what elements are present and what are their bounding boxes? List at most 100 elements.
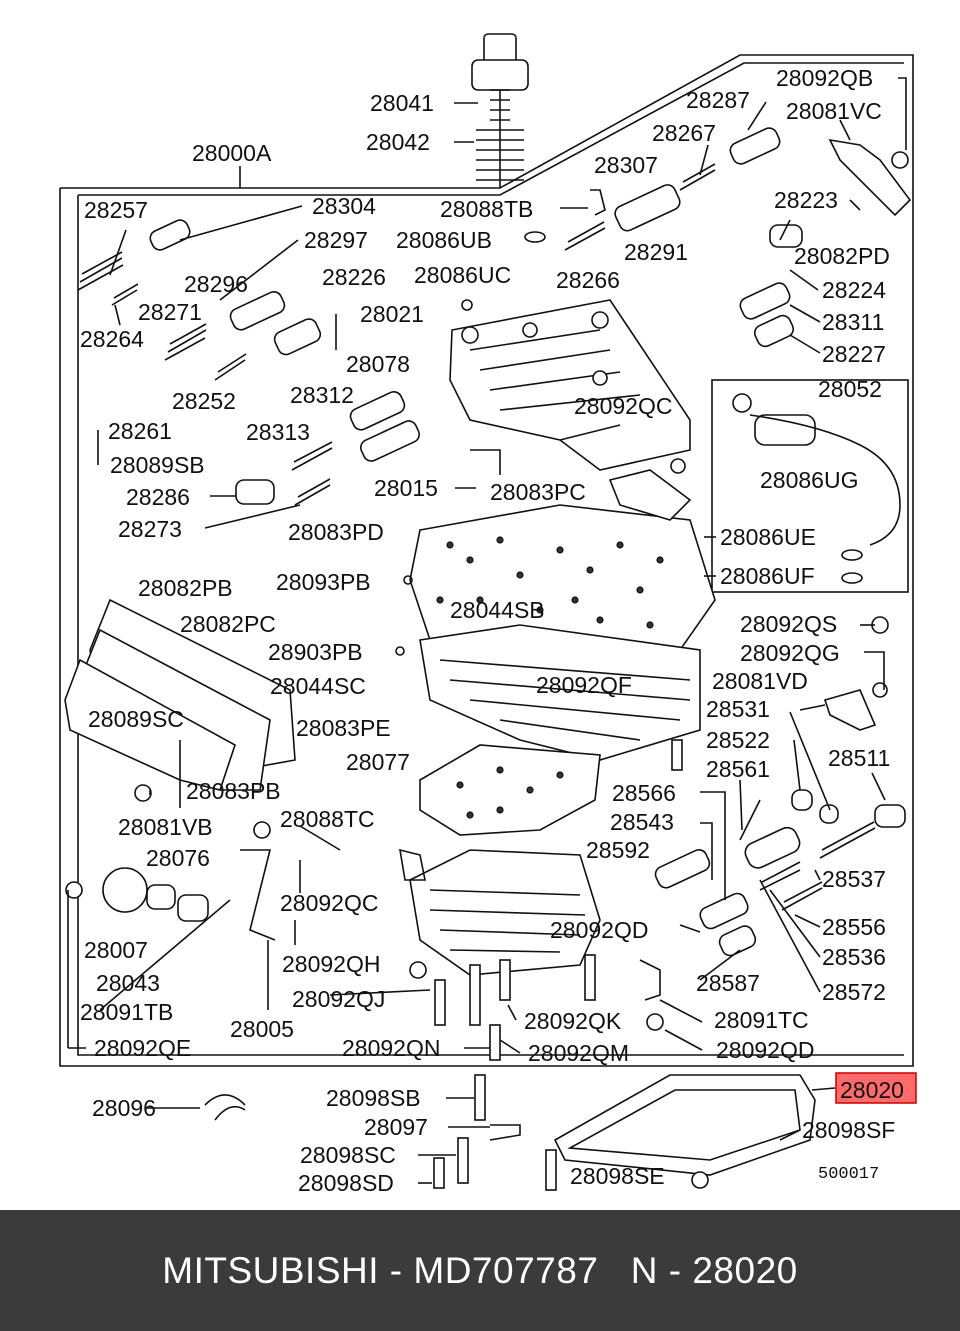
exploded-view-drawing: 28041 28042 28000A 28092QB 28287 28081VC… (59, 33, 917, 1196)
part-label: 28522 (706, 727, 770, 753)
part-label: 28587 (696, 970, 760, 996)
part-label: 28296 (184, 271, 248, 297)
middle-valve-body (419, 624, 701, 761)
highlighted-part-label[interactable]: 28020 (840, 1077, 904, 1103)
part-label: 28266 (556, 267, 620, 293)
part-label: 28271 (138, 299, 202, 325)
part-label: 28092QB (776, 65, 873, 91)
part-label: 28088TC (280, 806, 375, 832)
part-label: 28092QH (282, 951, 380, 977)
part-label: 28021 (360, 301, 424, 327)
part-label: 28092QK (524, 1008, 622, 1034)
part-label: 28543 (610, 809, 674, 835)
part-label: 28261 (108, 418, 172, 444)
part-label: 28098SB (326, 1085, 421, 1111)
part-label: 28081VD (712, 668, 808, 694)
drawing-code: 500017 (818, 1165, 879, 1184)
highlight-box (835, 1072, 917, 1104)
part-label: 28286 (126, 484, 190, 510)
part-label: 28043 (96, 970, 160, 996)
part-label: 28313 (246, 419, 310, 445)
part-label: 28083PD (288, 519, 384, 545)
plunger-top-part (471, 33, 529, 188)
part-label: 28536 (822, 944, 886, 970)
part-label: 28076 (146, 845, 210, 871)
upper-valve-body (449, 299, 691, 471)
separator-plate-middle (419, 744, 601, 836)
part-label: 28224 (822, 277, 886, 303)
part-label: 28287 (686, 87, 750, 113)
part-label: 28091TB (80, 999, 173, 1025)
part-label: 28082PB (138, 575, 233, 601)
footer-bar: MITSUBISHI - MD707787 N - 28020 (0, 1210, 960, 1331)
part-label: 28592 (586, 837, 650, 863)
part-label: 28098SD (298, 1170, 394, 1196)
part-label: 28081VC (786, 98, 882, 124)
brackets (204, 189, 901, 1141)
part-label: 28267 (652, 120, 716, 146)
spools-and-springs (77, 163, 876, 911)
part-label: 28015 (374, 475, 438, 501)
part-label: 28089SC (88, 706, 184, 732)
leader-lines (67, 77, 907, 1184)
part-label: 28091TC (714, 1007, 809, 1033)
part-label: 28083PB (186, 778, 281, 804)
part-label: 28041 (370, 90, 434, 116)
part-label: 28092QM (528, 1040, 629, 1066)
part-label: 28081VB (118, 814, 213, 840)
part-label: 28092QS (740, 611, 837, 637)
part-label: 28044SB (450, 597, 545, 623)
part-label: 28086UG (760, 467, 858, 493)
part-label: 28092QG (740, 640, 840, 666)
part-label: 28093PB (276, 569, 371, 595)
part-label: 28273 (118, 516, 182, 542)
oil-filter (553, 1074, 816, 1176)
part-label: 28227 (822, 341, 886, 367)
part-label: 28098SE (570, 1163, 665, 1189)
part-label: 28304 (312, 193, 376, 219)
spool-valves (102, 127, 912, 957)
part-label: 28000A (192, 140, 272, 166)
part-label: 28092QN (342, 1035, 440, 1061)
lower-valve-body (409, 849, 601, 976)
part-label: 28005 (230, 1016, 294, 1042)
part-label: 28097 (364, 1114, 428, 1140)
part-label: 28042 (366, 129, 430, 155)
part-label: 28092QC (574, 393, 672, 419)
part-label: 28903PB (268, 639, 363, 665)
part-label: 28092QF (536, 672, 632, 698)
part-label: 28537 (822, 866, 886, 892)
part-label: 28092QJ (292, 986, 385, 1012)
part-label: 28086UF (720, 563, 815, 589)
part-labels: 28041 28042 28000A 28092QB 28287 28081VC… (80, 65, 917, 1196)
part-label: 28077 (346, 749, 410, 775)
part-label: 28297 (304, 227, 368, 253)
part-label: 28307 (594, 152, 658, 178)
bolts (65, 151, 909, 1191)
part-label: 28086UE (720, 524, 816, 550)
part-label: 28078 (346, 351, 410, 377)
part-label: 28092QE (94, 1035, 191, 1061)
part-label: 28572 (822, 979, 886, 1005)
part-label: 28264 (80, 326, 144, 352)
solenoid-inset-box (711, 379, 909, 593)
part-label: 28511 (828, 745, 890, 771)
part-label: 28082PC (180, 611, 276, 637)
part-label: 28082PD (794, 243, 890, 269)
part-label: 28088TB (440, 196, 533, 222)
part-label: 28556 (822, 914, 886, 940)
part-label: 28044SC (270, 673, 366, 699)
part-label: 28083PC (490, 479, 586, 505)
part-label: 28257 (84, 197, 148, 223)
part-label: 28089SB (110, 452, 205, 478)
part-label: 28007 (84, 937, 148, 963)
part-label: 28086UC (414, 262, 511, 288)
part-label: 28083PE (296, 715, 391, 741)
part-label: 28092QD (550, 917, 648, 943)
part-label: 28092QD (716, 1037, 814, 1063)
part-label: 28092QC (280, 890, 378, 916)
part-label: 28252 (172, 388, 236, 414)
part-label: 28098SC (300, 1142, 396, 1168)
part-label: 28052 (818, 376, 882, 402)
part-number-caption: MITSUBISHI - MD707787 N - 28020 (162, 1249, 798, 1291)
